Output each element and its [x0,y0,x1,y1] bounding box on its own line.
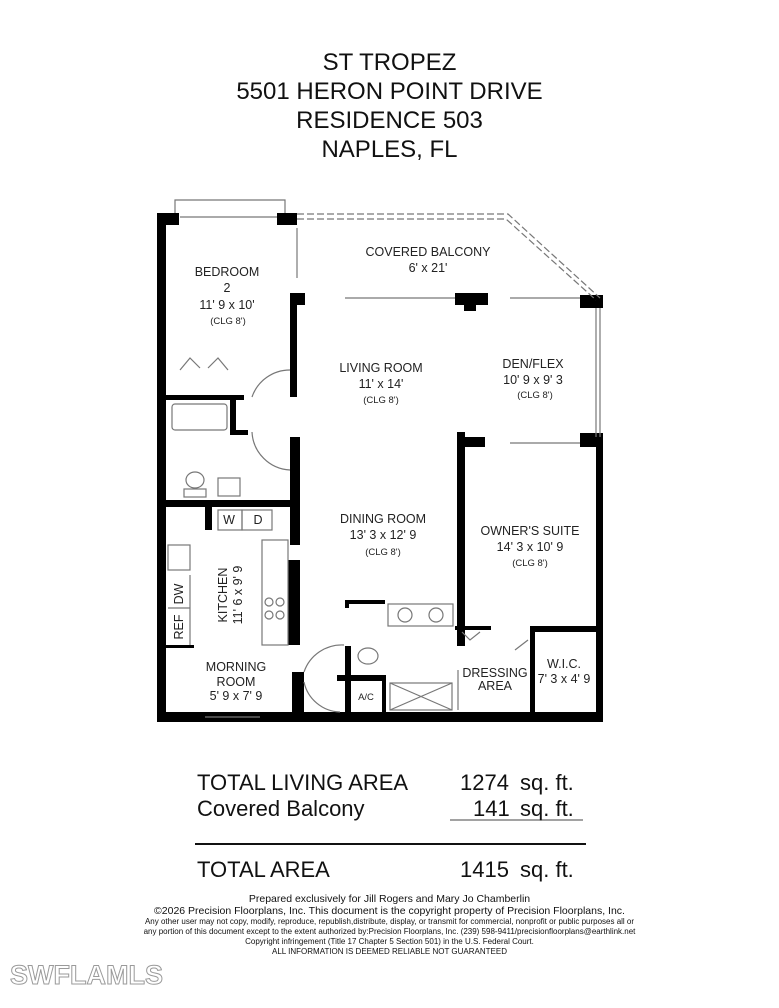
total-area-value: 1415 [460,857,509,882]
room-labels: BEDROOM 2 11' 9 x 10' (CLG 8') COVERED B… [172,245,590,703]
covered-balcony-value: 141 [473,796,510,821]
room-name-covered-balcony: COVERED BALCONY [365,245,491,259]
room-ceiling-den-flex: (CLG 8') [517,390,553,401]
room-dims-den-flex: 10' 9 x 9' 3 [503,373,563,387]
property-title: ST TROPEZ 5501 HERON POINT DRIVE RESIDEN… [0,48,779,164]
prepared-for: Prepared exclusively for Jill Rogers and… [248,893,531,905]
watermark-logo: SWFLAMLS [10,960,164,991]
notice-line: Any other user may not copy, modify, rep… [144,917,635,926]
refrigerator-label: REF [172,614,186,639]
total-living-area-unit: sq. ft. [520,770,574,795]
room-name-dressing-area: DRESSING [462,666,527,680]
total-area-unit: sq. ft. [520,857,574,882]
room-name-dressing-area-2: AREA [478,679,513,693]
room-name-bedroom-2-number: 2 [224,281,231,295]
total-area-label: TOTAL AREA [197,857,330,882]
room-name-dining-room: DINING ROOM [340,512,426,526]
room-name-wic: W.I.C. [547,657,581,671]
title-line: 5501 HERON POINT DRIVE [236,78,543,105]
walls [157,213,603,722]
room-name-living-room: LIVING ROOM [339,361,422,375]
room-name-morning-room: MORNING [206,660,266,674]
room-dims-dining-room: 13' 3 x 12' 9 [350,528,417,542]
footer: Prepared exclusively for Jill Rogers and… [0,893,779,957]
ac-label: A/C [358,692,374,703]
total-living-area-value: 1274 [460,770,509,795]
copyright: ©2026 Precision Floorplans, Inc. This do… [154,905,625,917]
covered-balcony-unit: sq. ft. [520,796,574,821]
dishwasher-label: DW [172,583,186,604]
room-ceiling-dining-room: (CLG 8') [365,547,401,558]
room-dims-owners-suite: 14' 3 x 10' 9 [497,540,564,554]
room-name-bedroom-2: BEDROOM [195,265,260,279]
room-dims-kitchen: 11' 6 x 9' 9 [231,566,245,625]
room-ceiling-bedroom-2: (CLG 8') [210,316,246,327]
covered-balcony-label: Covered Balcony [197,796,365,821]
room-dims-morning-room: 5' 9 x 7' 9 [210,689,263,703]
room-dims-living-room: 11' x 14' [359,377,404,391]
title-line: RESIDENCE 503 [296,107,483,134]
room-dims-covered-balcony: 6' x 21' [409,261,448,275]
room-name-morning-room-2: ROOM [217,675,256,689]
room-name-den-flex: DEN/FLEX [502,357,564,371]
room-ceiling-owners-suite: (CLG 8') [512,558,548,569]
title-line: ST TROPEZ [322,49,457,76]
total-living-area-label: TOTAL LIVING AREA [197,770,409,795]
notice-line: any portion of this document except to t… [143,927,636,936]
room-ceiling-living-room: (CLG 8') [363,395,399,406]
dryer-label: D [253,513,262,527]
title-line: NAPLES, FL [321,136,458,163]
room-dims-wic: 7' 3 x 4' 9 [538,672,591,686]
room-name-kitchen: KITCHEN [216,568,230,623]
room-dims-bedroom-2: 11' 9 x 10' [199,298,254,312]
room-name-owners-suite: OWNER'S SUITE [481,524,580,538]
disclaimer: ALL INFORMATION IS DEEMED RELIABLE NOT G… [271,947,507,956]
notice-line: Copyright infringement (Title 17 Chapter… [245,937,534,946]
windows-and-doors [167,199,601,718]
washer-label: W [223,513,235,527]
